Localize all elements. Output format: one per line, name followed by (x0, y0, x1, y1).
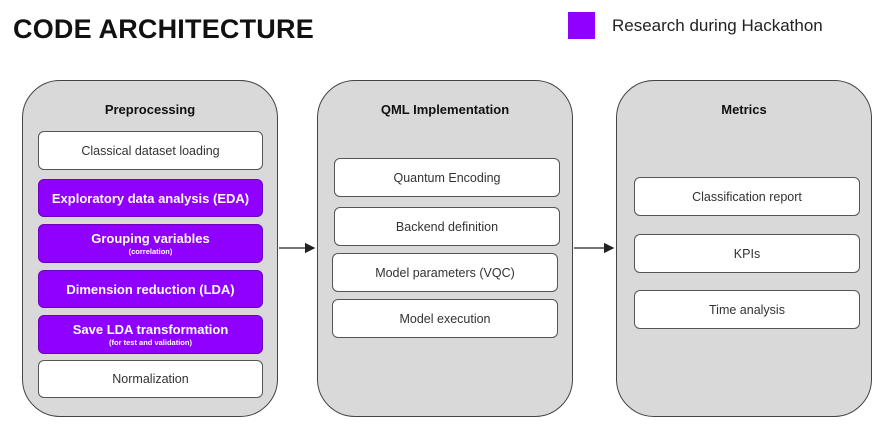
step-classical-dataset-loading: Classical dataset loading (38, 131, 263, 170)
step-label: Dimension reduction (LDA) (66, 281, 235, 297)
page-title: CODE ARCHITECTURE (13, 14, 314, 44)
step-sublabel: (correlation) (128, 247, 173, 256)
step-model-execution: Model execution (332, 299, 558, 338)
step-label: Backend definition (395, 219, 499, 234)
legend-label: Research during Hackathon (612, 15, 823, 35)
step-save-lda-transformation: Save LDA transformation (for test and va… (38, 315, 263, 354)
panel-title: Preprocessing (104, 102, 196, 117)
step-label: Exploratory data analysis (EDA) (51, 190, 250, 206)
step-label: Classical dataset loading (81, 143, 220, 158)
panel-title: QML Implementation (380, 102, 510, 117)
step-label: Time analysis (709, 302, 785, 317)
step-label: Model execution (399, 311, 491, 326)
step-kpis: KPIs (634, 234, 860, 273)
step-label: Model parameters (VQC) (375, 265, 515, 280)
step-classification-report: Classification report (634, 177, 860, 216)
step-grouping-variables: Grouping variables (correlation) (38, 224, 263, 263)
step-label: Grouping variables (91, 231, 210, 246)
panel-qml-implementation: QML Implementation Quantum Encoding Back… (317, 80, 573, 417)
step-backend-definition: Backend definition (334, 207, 560, 246)
step-dimension-reduction: Dimension reduction (LDA) (38, 270, 263, 308)
legend: Research during Hackathon (568, 12, 823, 39)
panel-metrics: Metrics Classification report KPIs Time … (616, 80, 872, 417)
step-time-analysis: Time analysis (634, 290, 860, 329)
step-label: Save LDA transformation (72, 322, 229, 337)
step-label: KPIs (733, 246, 761, 261)
step-quantum-encoding: Quantum Encoding (334, 158, 560, 197)
panel-preprocessing: Preprocessing Classical dataset loading … (22, 80, 278, 417)
legend-swatch (568, 12, 595, 39)
step-label: Quantum Encoding (393, 170, 501, 185)
step-label: Normalization (112, 372, 189, 386)
step-label: Classification report (692, 189, 802, 204)
step-model-parameters: Model parameters (VQC) (332, 253, 558, 292)
step-sublabel: (for test and validation) (109, 338, 192, 347)
step-normalization: Normalization (38, 360, 263, 398)
step-eda: Exploratory data analysis (EDA) (38, 179, 263, 217)
panel-title: Metrics (721, 102, 767, 117)
